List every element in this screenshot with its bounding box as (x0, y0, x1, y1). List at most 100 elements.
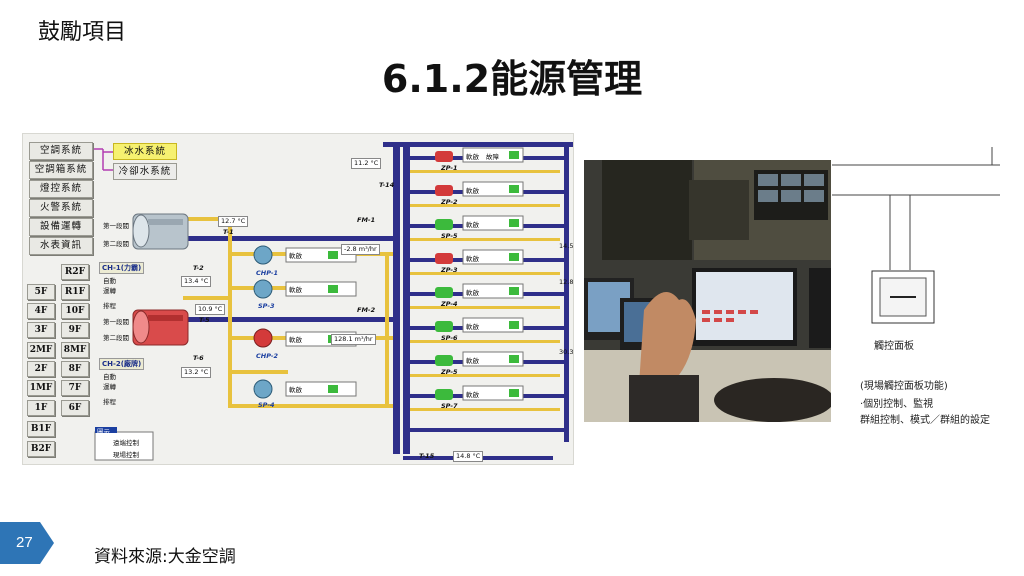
chiller-2-stage1-label: 第一段閥 (103, 318, 129, 326)
touch-panel-label: 觸控面板 (874, 341, 914, 352)
zone-pump-status-4: 軟啟 (466, 255, 479, 263)
floor-button-1f[interactable]: 1F (27, 400, 55, 416)
zone-pump-status-7: 軟啟 (466, 357, 479, 365)
chiller-1-mode-auto[interactable]: 自動 (103, 277, 116, 285)
chiller-2-run[interactable]: 運轉 (103, 383, 116, 391)
chiller-1-stage2-label: 第二段閥 (103, 240, 129, 248)
submenu-cooling-water[interactable]: 冷卻水系統 (113, 163, 177, 180)
floor-button-10f[interactable]: 10F (61, 303, 89, 319)
pump-chp2-label[interactable]: CHP-2 (256, 352, 279, 360)
floor-button-3f[interactable]: 3F (27, 322, 55, 338)
floor-button-2f[interactable]: 2F (27, 361, 55, 377)
pump-sp4-label[interactable]: SP-4 (258, 401, 275, 409)
temp-t15: 14.8 °C (453, 451, 484, 462)
tag-t2: T-2 (193, 264, 204, 272)
chiller-2-mode-auto[interactable]: 自動 (103, 373, 116, 381)
zone-pump-status-1: 軟啟 (466, 153, 479, 161)
temp-t14: 11.2 °C (351, 158, 382, 169)
wiring-lines (832, 147, 1000, 324)
slide-title: 6.1.2能源管理 (381, 57, 643, 101)
tag-t15: T-15 (419, 452, 435, 460)
chiller-2-icon (132, 309, 189, 346)
menu-water-meter[interactable]: 水表資訊 (29, 237, 93, 255)
zone-pump-status-6: 軟啟 (466, 323, 479, 331)
floor-button-2mf[interactable]: 2MF (27, 342, 55, 358)
source-note: 資料來源:大金空調 (94, 547, 236, 567)
flow-fm2: 128.1 m³/hr (331, 334, 376, 345)
floor-button-1mf[interactable]: 1MF (27, 380, 55, 396)
flow-fm1: -2.8 m³/hr (341, 244, 380, 255)
chiller-1-label: CH-1(力霸) (99, 262, 145, 274)
menu-fire-system[interactable]: 火警系統 (29, 199, 93, 217)
zone-pump-fault-1: 故障 (486, 153, 499, 161)
tag-fm2: FM-2 (357, 306, 376, 314)
legend-local-control: 現場控制 (113, 451, 139, 459)
operator-at-monitor-image (584, 160, 831, 422)
floor-button-r2f[interactable]: R2F (61, 264, 89, 280)
menu-ahu-system[interactable]: 空調箱系統 (29, 161, 93, 179)
pump-sp3-label[interactable]: SP-3 (258, 302, 275, 310)
pump-sp4-status: 軟啟 (289, 386, 302, 394)
zone-pump-status-3: 軟啟 (466, 221, 479, 229)
chiller-1-schedule[interactable]: 排程 (103, 302, 116, 310)
pump-sp6-label[interactable]: SP-6 (441, 334, 458, 342)
floor-button-6f[interactable]: 6F (61, 400, 89, 416)
panel-note-1: (現場觸控面板功能) (860, 381, 948, 392)
pump-zp3-label[interactable]: ZP-3 (441, 266, 458, 274)
chiller-2-stage2-label: 第二段閥 (103, 334, 129, 342)
chiller-2-label: CH-2(廠牌) (99, 358, 145, 370)
tag-t14: T-14 (379, 181, 395, 189)
pump-sp5-label[interactable]: SP-5 (441, 232, 458, 240)
temp-t6: 13.2 °C (181, 367, 212, 378)
floor-button-8mf[interactable]: 8MF (61, 342, 89, 358)
floor-button-7f[interactable]: 7F (61, 380, 89, 396)
pump-zp5-label[interactable]: ZP-5 (441, 368, 458, 376)
pump-zp4-label[interactable]: ZP-4 (441, 300, 458, 308)
panel-note-2: ‧個別控制、監視 (860, 399, 934, 410)
piping-diagram (93, 142, 573, 461)
pump-chp1-label[interactable]: CHP-1 (256, 269, 279, 277)
menu-equipment-run[interactable]: 設備運轉 (29, 218, 93, 236)
chiller-1-stage1-label: 第一段閥 (103, 222, 129, 230)
temp-t1: 12.7 °C (218, 216, 249, 227)
floor-button-r1f[interactable]: R1F (61, 284, 89, 300)
chiller-1-icon (132, 213, 189, 250)
tag-fm1: FM-1 (357, 216, 376, 224)
tag-t1: T-1 (223, 228, 234, 236)
control-room-photo (584, 160, 831, 422)
page-number-badge (0, 522, 54, 564)
temp-t5: 10.9 °C (195, 304, 226, 315)
floor-button-b1f[interactable]: B1F (27, 421, 55, 437)
floor-button-4f[interactable]: 4F (27, 303, 55, 319)
pump-sp7-label[interactable]: SP-7 (441, 402, 458, 410)
side-value-1: 14.5 (559, 242, 574, 250)
legend-title: 圖示 (97, 428, 110, 436)
pump-chp2-status: 軟啟 (289, 336, 302, 344)
panel-note-3: 群組控制、模式／群組的設定 (860, 415, 990, 426)
page-number: 27 (16, 534, 33, 551)
pump-zp2-label[interactable]: ZP-2 (441, 198, 458, 206)
pump-chp1-status: 軟啟 (289, 252, 302, 260)
floor-button-8f[interactable]: 8F (61, 361, 89, 377)
zone-pump-status-5: 軟啟 (466, 289, 479, 297)
menu-lighting-system[interactable]: 燈控系統 (29, 180, 93, 198)
floor-button-b2f[interactable]: B2F (27, 441, 55, 457)
zone-pump-status-2: 軟啟 (466, 187, 479, 195)
pump-sp3-status: 軟啟 (289, 286, 302, 294)
tag-t6: T-6 (193, 354, 204, 362)
submenu-chilled-water[interactable]: 冰水系統 (113, 143, 177, 160)
legend-remote-control: 遠端控制 (113, 439, 139, 447)
temp-t2: 13.4 °C (181, 276, 212, 287)
side-value-2: 12.8 (559, 278, 574, 286)
chiller-1-run[interactable]: 運轉 (103, 287, 116, 295)
chilled-water-scada-screen: 空調系統 空調箱系統 燈控系統 火警系統 設備運轉 水表資訊 冰水系統 冷卻水系… (22, 133, 574, 465)
tag-t5: T-5 (199, 316, 210, 324)
floor-button-9f[interactable]: 9F (61, 322, 89, 338)
floor-button-5f[interactable]: 5F (27, 284, 55, 300)
chiller-2-schedule[interactable]: 排程 (103, 398, 116, 406)
touch-panel-diagram: 觸控面板 (現場觸控面板功能) ‧個別控制、監視 群組控制、模式／群組的設定 (832, 145, 1012, 435)
corner-label: 鼓勵項目 (38, 20, 127, 45)
menu-aircon-system[interactable]: 空調系統 (29, 142, 93, 160)
zone-pump-status-8: 軟啟 (466, 391, 479, 399)
pump-zp1-label[interactable]: ZP-1 (441, 164, 458, 172)
